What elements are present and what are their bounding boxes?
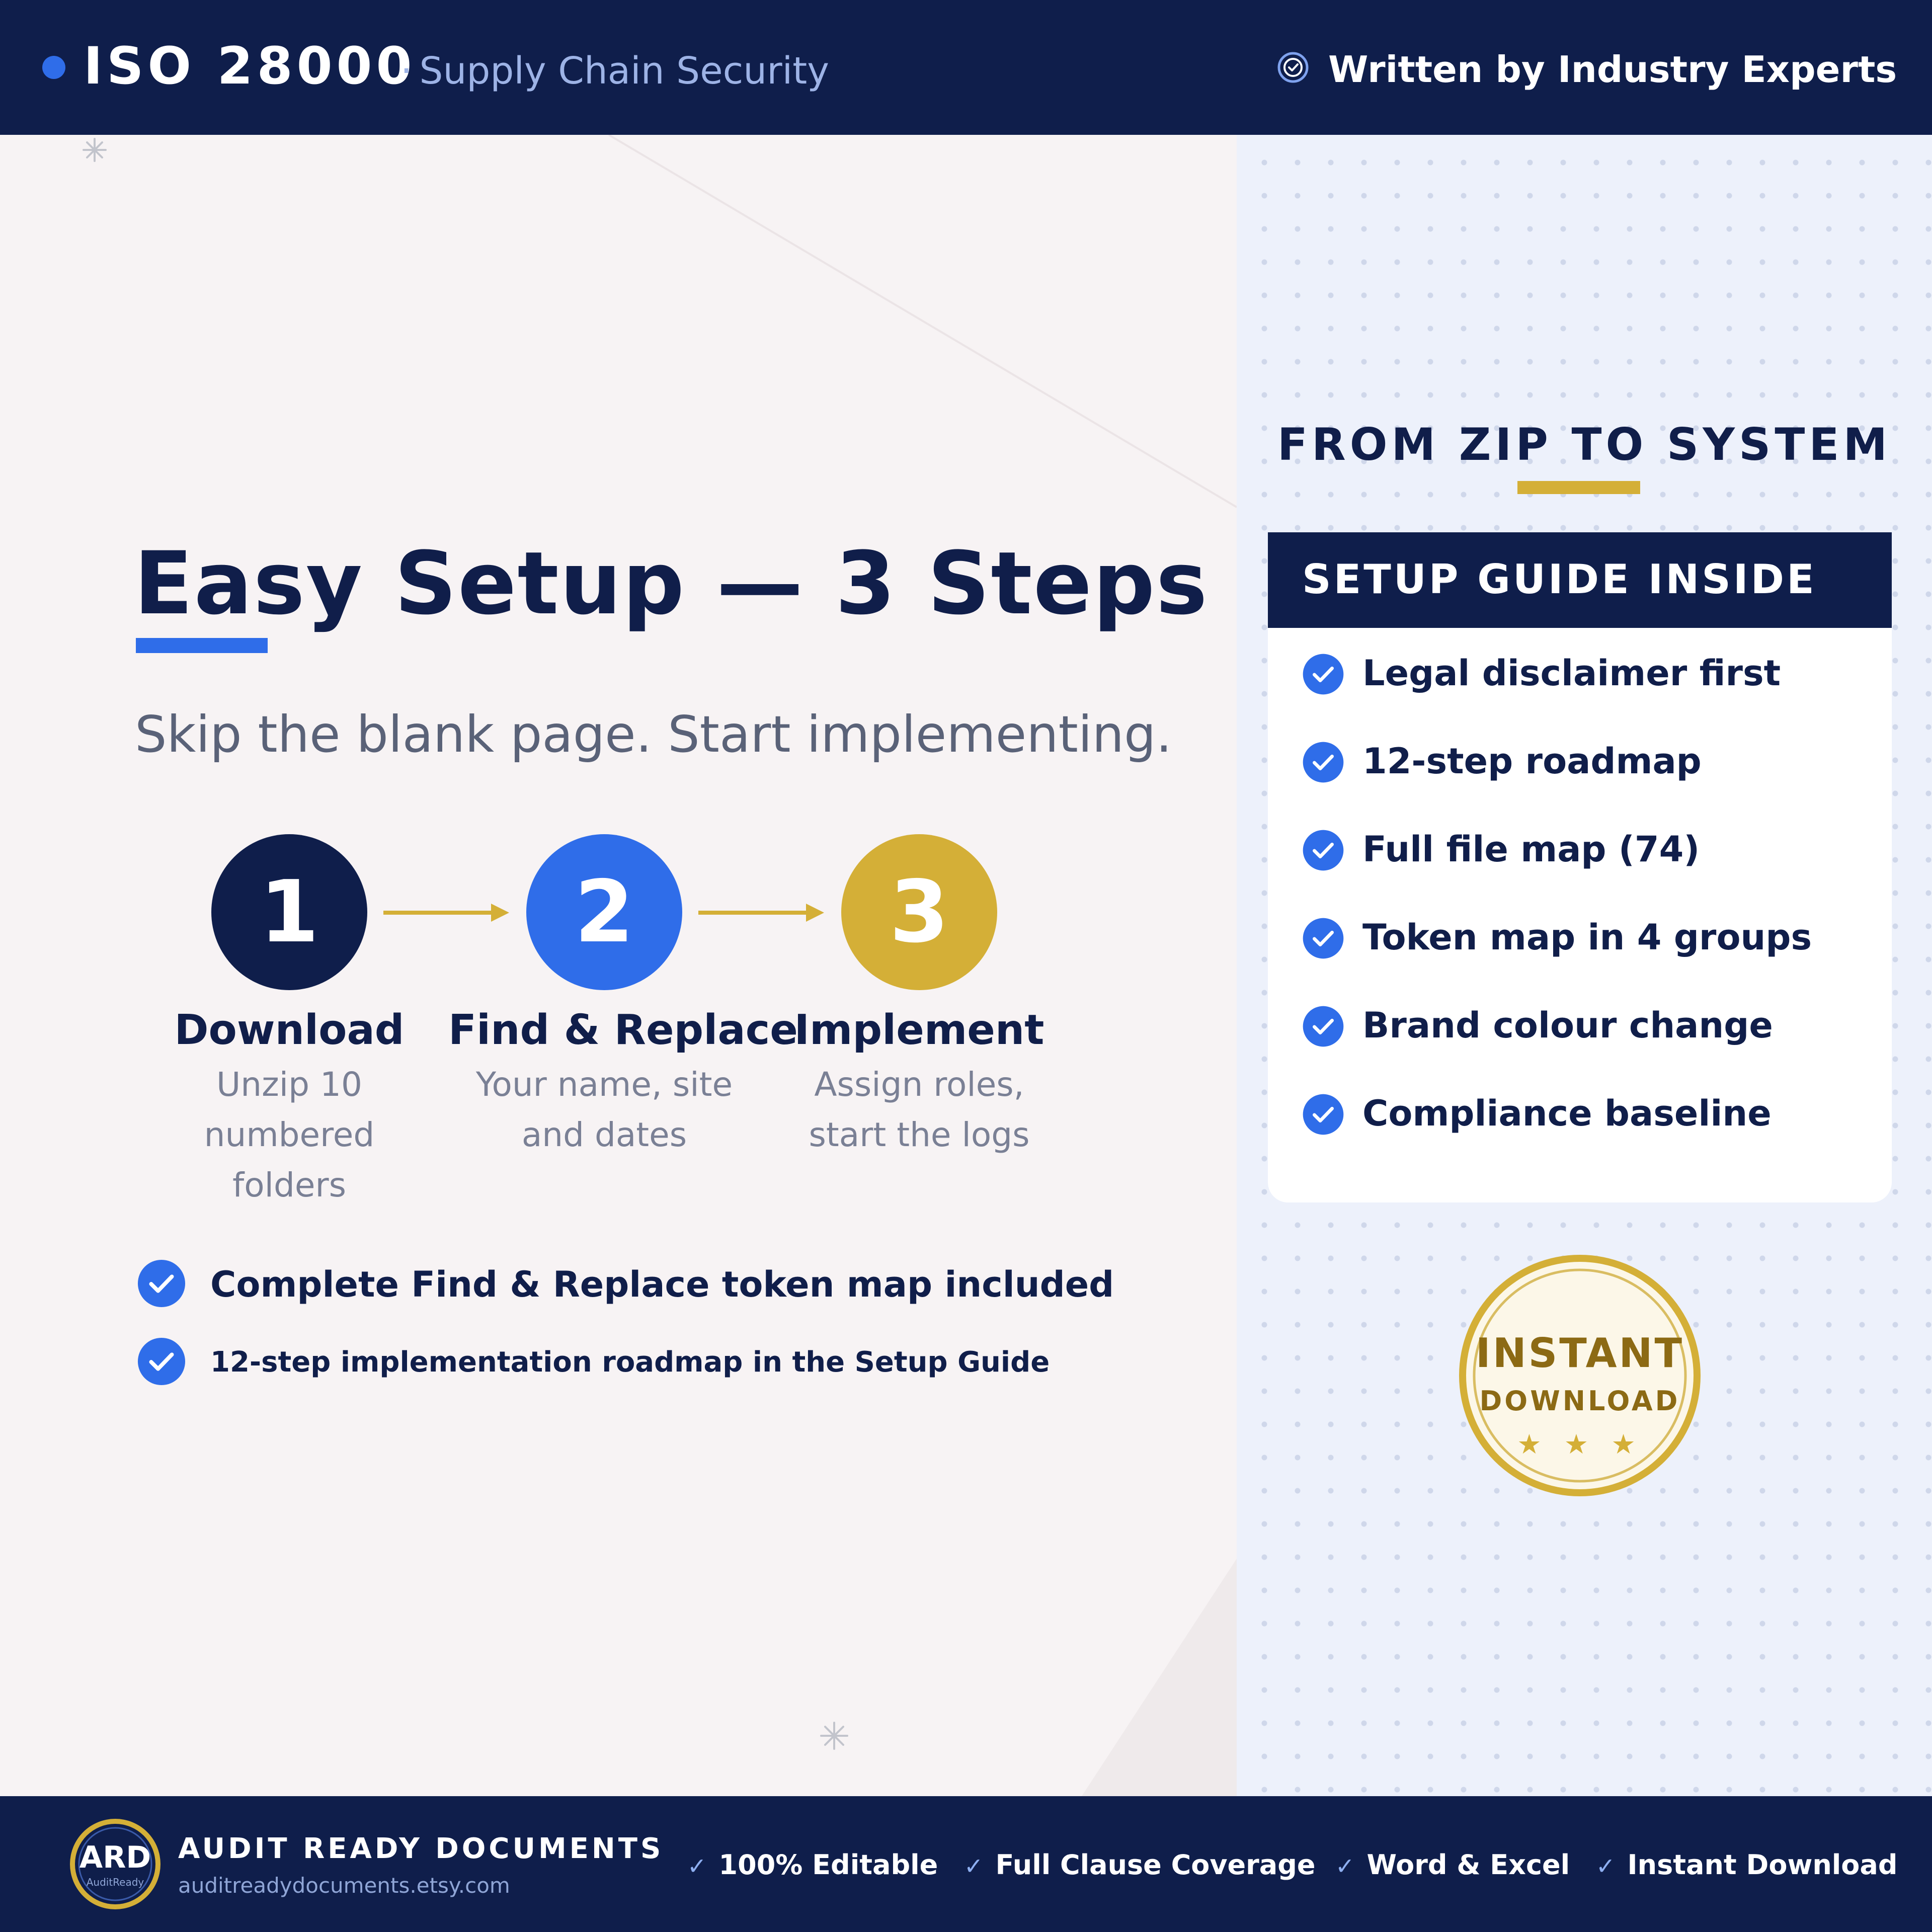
step-1-description: Unzip 10 numbered folders bbox=[128, 1060, 450, 1211]
background-decoration bbox=[608, 135, 1237, 1796]
page-title: Easy Setup — 3 Steps bbox=[134, 533, 1209, 634]
step-3-desc-line: Assign roles, bbox=[814, 1065, 1024, 1104]
verified-badge-icon bbox=[1277, 52, 1309, 83]
step-arrow-icon bbox=[383, 904, 509, 922]
check-circle-icon bbox=[137, 1337, 186, 1386]
title-separator: · bbox=[400, 49, 413, 93]
logo-text: ARD bbox=[79, 1840, 151, 1875]
step-2-description: Your name, site and dates bbox=[443, 1060, 765, 1160]
footer-feature: ✓ Instant Download bbox=[1596, 1847, 1898, 1884]
step-3-description: Assign roles, start the logs bbox=[758, 1060, 1080, 1160]
footer-feature-label: Full Clause Coverage bbox=[995, 1849, 1316, 1881]
check-circle-icon bbox=[1303, 830, 1344, 871]
setup-guide-card bbox=[1268, 532, 1892, 1202]
guide-item-label: Brand colour change bbox=[1362, 1005, 1773, 1046]
step-1-desc-line: folders bbox=[232, 1166, 346, 1204]
step-3-circle: 3 bbox=[841, 834, 997, 990]
ard-logo: ARD AuditReady bbox=[70, 1819, 160, 1909]
footer-feature-label: Instant Download bbox=[1627, 1849, 1898, 1881]
check-circle-icon bbox=[1303, 1094, 1344, 1135]
setup-guide-header bbox=[1268, 532, 1892, 628]
step-2-title: Find & Replace bbox=[448, 1006, 798, 1054]
check-circle-icon bbox=[1303, 918, 1344, 959]
step-3-desc-line: start the logs bbox=[809, 1115, 1030, 1154]
footer-feature: ✓ Word & Excel bbox=[1335, 1847, 1570, 1884]
setup-guide-title: SETUP GUIDE INSIDE bbox=[1302, 556, 1817, 603]
step-2-circle: 2 bbox=[526, 834, 682, 990]
footer-brand-name: AUDIT READY DOCUMENTS bbox=[178, 1832, 664, 1865]
product-subtitle: ·Supply Chain Security bbox=[400, 49, 829, 93]
step-arrow-icon bbox=[698, 904, 824, 922]
step-1-circle: 1 bbox=[211, 834, 367, 990]
check-circle-icon bbox=[1303, 1006, 1344, 1047]
feature-bullet-label: Complete Find & Replace token map includ… bbox=[210, 1264, 1114, 1305]
tagline: Skip the blank page. Start implementing. bbox=[135, 705, 1172, 764]
guide-item-label: Compliance baseline bbox=[1362, 1093, 1772, 1134]
seal-text-line2: DOWNLOAD bbox=[1479, 1385, 1680, 1417]
check-circle-icon bbox=[1303, 654, 1344, 695]
check-icon: ✓ bbox=[1596, 1853, 1616, 1880]
step-1-desc-line: Unzip 10 numbered bbox=[204, 1065, 375, 1154]
panel-heading: FROM ZIP TO SYSTEM bbox=[1277, 419, 1892, 470]
panel-heading-underline bbox=[1517, 481, 1640, 494]
guide-item-label: Legal disclaimer first bbox=[1362, 653, 1781, 694]
step-2-desc-line: Your name, site bbox=[475, 1065, 733, 1104]
step-1-title: Download bbox=[174, 1006, 405, 1054]
footer-feature: ✓ 100% Editable bbox=[687, 1847, 938, 1884]
check-icon: ✓ bbox=[1335, 1853, 1355, 1880]
experts-badge-text: Written by Industry Experts bbox=[1328, 48, 1897, 91]
footer-bar bbox=[0, 1796, 1932, 1932]
footer-feature-label: Word & Excel bbox=[1366, 1849, 1570, 1881]
product-title: ISO 28000 bbox=[84, 36, 416, 96]
seal-text-line1: INSTANT bbox=[1475, 1330, 1684, 1377]
guide-item-label: Full file map (74) bbox=[1362, 829, 1700, 870]
guide-item-label: Token map in 4 groups bbox=[1362, 917, 1812, 958]
step-3-title: Implement bbox=[794, 1006, 1044, 1054]
check-circle-icon bbox=[1303, 742, 1344, 783]
check-circle-icon bbox=[137, 1259, 186, 1308]
brand-dot-icon bbox=[42, 56, 65, 79]
header-bar bbox=[0, 0, 1932, 135]
footer-feature-label: 100% Editable bbox=[718, 1849, 938, 1881]
check-icon: ✓ bbox=[687, 1853, 707, 1880]
sparkle-icon bbox=[820, 1722, 848, 1750]
footer-shop-link[interactable]: auditreadydocuments.etsy.com bbox=[178, 1873, 510, 1898]
feature-bullet-label: 12-step implementation roadmap in the Se… bbox=[210, 1346, 1050, 1379]
sparkle-icon bbox=[83, 138, 107, 162]
guide-item-label: 12-step roadmap bbox=[1362, 741, 1702, 782]
seal-stars: ★ ★ ★ bbox=[1517, 1428, 1643, 1460]
logo-subtext: AuditReady bbox=[87, 1876, 144, 1888]
title-underline bbox=[136, 638, 268, 653]
step-2-desc-line: and dates bbox=[521, 1115, 687, 1154]
check-icon: ✓ bbox=[964, 1853, 984, 1880]
instant-download-seal: ★ ★ ★ bbox=[1459, 1255, 1701, 1496]
subtitle-text: Supply Chain Security bbox=[419, 49, 830, 93]
footer-feature: ✓ Full Clause Coverage bbox=[964, 1847, 1316, 1884]
